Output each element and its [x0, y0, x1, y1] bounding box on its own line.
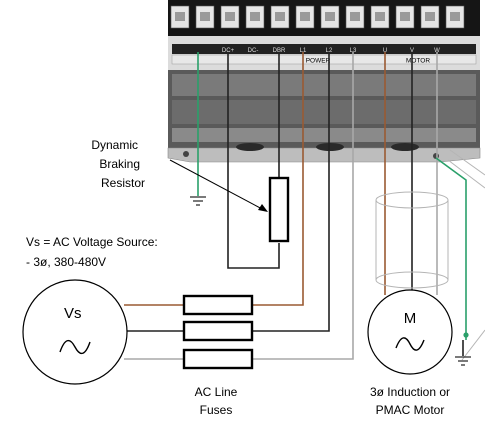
terminal-label: V: [410, 48, 414, 54]
dbr-label-line1: Dynamic: [91, 138, 138, 152]
ground-symbol-motor: [455, 356, 471, 366]
wires: [124, 52, 467, 360]
wire-l2: [252, 52, 330, 332]
terminal-screw: [425, 12, 435, 21]
fuse-l3: [182, 348, 254, 370]
wire-dc-to-resistor: [227, 52, 280, 269]
motor-symbol: [367, 289, 453, 375]
bracket-screw-left: [183, 151, 189, 157]
motor-label-line1: 3ø Induction or: [370, 385, 450, 399]
ac-source-symbol: [22, 279, 128, 385]
dbr-label-line3: Resistor: [101, 176, 145, 190]
wire-l3: [252, 52, 354, 360]
resistor-pointer-arrow: [258, 204, 268, 212]
terminal-label: U: [383, 48, 387, 54]
cable-entry-2: [316, 143, 344, 151]
section-label-power: POWER: [306, 58, 331, 65]
terminal-labels: DC+ DC- DBR L1 L2 L3 U V W: [222, 48, 440, 54]
terminal-label: DC-: [248, 48, 259, 54]
terminal-screw: [200, 12, 210, 21]
housing-band-middle: [172, 100, 476, 124]
fuses-label-line1: AC Line: [195, 385, 238, 399]
terminal-label-strip: [172, 44, 476, 54]
drive-unit: DC+ DC- DBR L1 L2 L3 U V W POWER MOTOR: [167, 0, 481, 163]
ac-line-fuses: [182, 294, 254, 370]
terminal-screw: [450, 12, 460, 21]
terminal-screw: [375, 12, 385, 21]
sine-wave-icon: [59, 339, 91, 355]
terminal-label: DBR: [273, 48, 286, 54]
source-label-line1: Vs = AC Voltage Source:: [26, 235, 158, 249]
terminal-screw: [350, 12, 360, 21]
housing-band-lower: [172, 128, 476, 142]
terminal-screw: [275, 12, 285, 21]
terminal-screw: [325, 12, 335, 21]
fuses-label-line2: Fuses: [200, 403, 233, 417]
motor-symbol-label: M: [404, 310, 417, 327]
dbr-label-line2: Braking: [99, 157, 140, 171]
terminal-label: L2: [326, 48, 333, 54]
ground-symbol-drive: [190, 196, 206, 206]
source-symbol-label: Vs: [64, 305, 82, 322]
motor-label-line2: PMAC Motor: [376, 403, 445, 417]
terminal-screw: [175, 12, 185, 21]
terminal-label: L3: [350, 48, 357, 54]
source-label-line2: - 3ø, 380-480V: [26, 255, 106, 269]
section-label-motor: MOTOR: [406, 58, 430, 65]
terminal-screw: [250, 12, 260, 21]
ground-wire-motor: [435, 157, 467, 340]
terminal-screw: [300, 12, 310, 21]
braking-resistor: [268, 176, 290, 243]
terminal-label: L1: [300, 48, 307, 54]
motor-cable-conduit: [375, 149, 485, 361]
housing-band-upper: [172, 74, 476, 96]
mounting-bracket: [167, 147, 481, 163]
fuse-l2: [182, 320, 254, 342]
cable-entry-1: [236, 143, 264, 151]
motor-ground-terminal: [463, 332, 469, 338]
terminal-label: W: [434, 48, 440, 54]
fuse-l1: [182, 294, 254, 316]
cable-entry-3: [391, 143, 419, 151]
section-label-strip: [171, 54, 477, 65]
resistor-pointer-line: [169, 159, 265, 211]
wire-l1: [252, 52, 304, 306]
motor-sine-icon: [395, 337, 425, 351]
terminal-screw: [225, 12, 235, 21]
terminal-label: DC+: [222, 48, 235, 54]
terminal-connectors: [170, 5, 465, 29]
terminal-screw: [400, 12, 410, 21]
